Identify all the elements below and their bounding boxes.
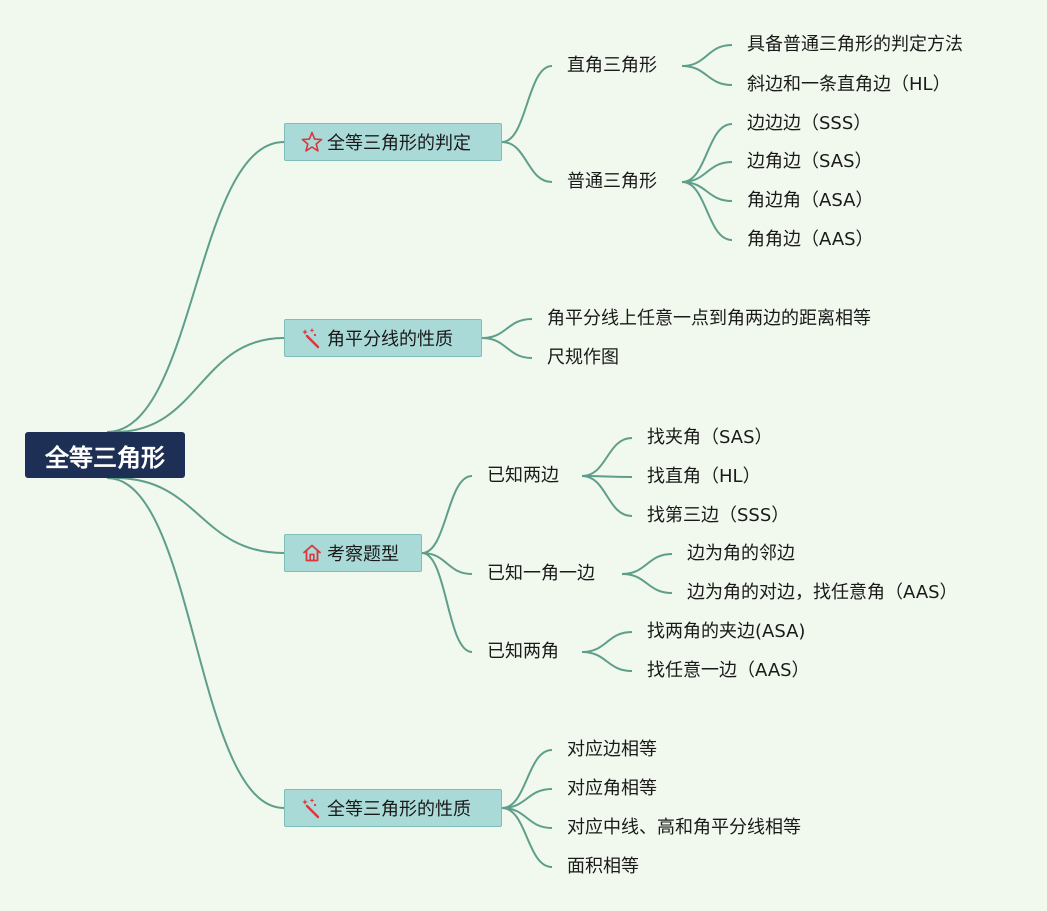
connector-line	[421, 552, 473, 653]
connector-line	[421, 475, 473, 554]
leaf-node[interactable]: 找任意一边（AAS）	[647, 660, 810, 681]
leaf-node[interactable]: 边为角的对边，找任意角（AAS）	[687, 582, 958, 603]
connector-line	[481, 337, 533, 359]
connector-line	[681, 65, 733, 86]
connector-line	[581, 631, 633, 653]
connector-line	[421, 552, 473, 575]
home-icon	[300, 541, 324, 565]
connector-line	[501, 749, 553, 809]
magic-wand-icon	[300, 796, 324, 820]
branch-node-congruence-criteria[interactable]: 全等三角形的判定	[284, 123, 502, 161]
connector-line	[106, 141, 285, 433]
node-two-angles-known[interactable]: 已知两角	[487, 641, 559, 662]
branch-label: 角平分线的性质	[327, 329, 453, 350]
connector-line	[621, 553, 673, 575]
connector-line	[681, 181, 733, 241]
connector-line	[581, 475, 633, 517]
leaf-node[interactable]: 具备普通三角形的判定方法	[747, 34, 963, 55]
connector-line	[501, 65, 553, 143]
connector-line	[114, 477, 285, 554]
leaf-node[interactable]: 找直角（HL）	[647, 466, 761, 487]
magic-wand-icon	[300, 326, 324, 350]
leaf-node[interactable]: 角角边（AAS）	[747, 229, 874, 250]
node-ordinary-triangle[interactable]: 普通三角形	[567, 171, 657, 192]
connector-line	[581, 437, 633, 477]
node-two-sides-known[interactable]: 已知两边	[487, 465, 559, 486]
branch-label: 全等三角形的性质	[327, 799, 471, 820]
leaf-node[interactable]: 面积相等	[567, 856, 639, 877]
leaf-node[interactable]: 边边边（SSS）	[747, 113, 872, 134]
connector-line	[681, 123, 733, 183]
star-icon	[300, 130, 324, 154]
node-one-angle-one-side-known[interactable]: 已知一角一边	[487, 563, 595, 584]
leaf-node[interactable]: 找第三边（SSS）	[647, 505, 790, 526]
leaf-node[interactable]: 找两角的夹边(ASA)	[647, 621, 806, 642]
connector-line	[481, 318, 533, 339]
node-right-triangle[interactable]: 直角三角形	[567, 55, 657, 76]
connector-line	[621, 573, 673, 594]
connector-line	[681, 161, 733, 183]
connector-line	[114, 337, 285, 433]
connector-line	[501, 141, 553, 183]
leaf-node[interactable]: 角边角（ASA）	[747, 190, 874, 211]
connector-line	[501, 788, 553, 809]
connector-line	[681, 44, 733, 67]
branch-node-question-types[interactable]: 考察题型	[284, 534, 422, 572]
leaf-node[interactable]: 对应角相等	[567, 778, 657, 799]
branch-label: 考察题型	[327, 544, 399, 565]
connector-line	[581, 651, 633, 672]
branch-label: 全等三角形的判定	[327, 133, 471, 154]
branch-node-angle-bisector[interactable]: 角平分线的性质	[284, 319, 482, 357]
leaf-node[interactable]: 角平分线上任意一点到角两边的距离相等	[547, 308, 871, 329]
leaf-node[interactable]: 尺规作图	[547, 347, 619, 368]
leaf-node[interactable]: 边为角的邻边	[687, 543, 795, 564]
leaf-node[interactable]: 斜边和一条直角边（HL）	[747, 74, 951, 95]
leaf-node[interactable]: 对应中线、高和角平分线相等	[567, 817, 801, 838]
leaf-node[interactable]: 边角边（SAS）	[747, 151, 873, 172]
leaf-node[interactable]: 对应边相等	[567, 739, 657, 760]
connector-line	[501, 807, 553, 868]
connector-line	[106, 477, 285, 809]
leaf-node[interactable]: 找夹角（SAS）	[647, 427, 773, 448]
root-label: 全等三角形	[45, 443, 165, 472]
root-node[interactable]: 全等三角形	[25, 432, 185, 478]
branch-node-congruence-properties[interactable]: 全等三角形的性质	[284, 789, 502, 827]
